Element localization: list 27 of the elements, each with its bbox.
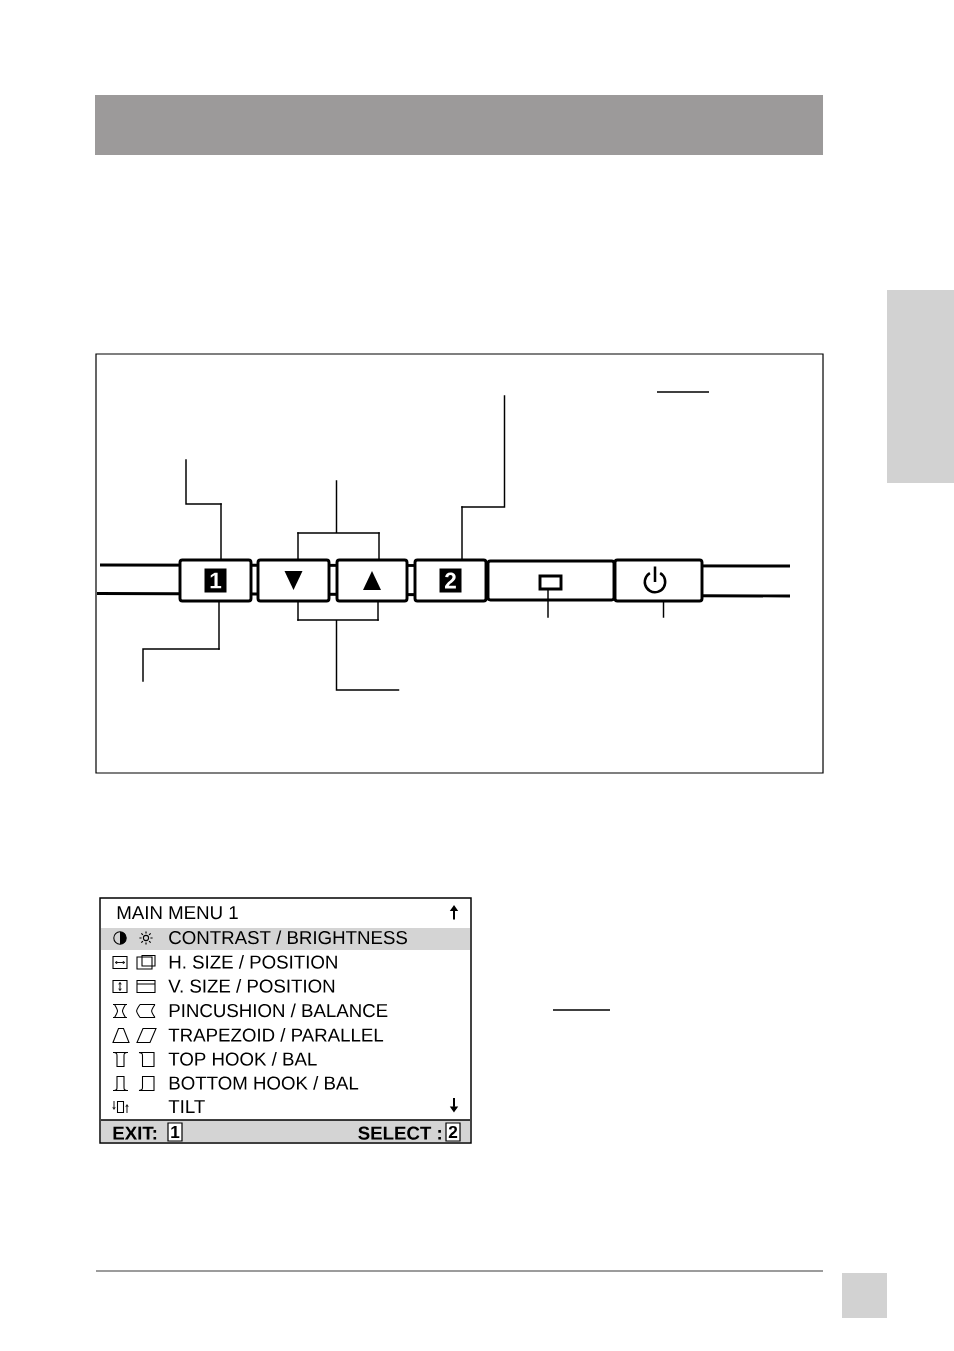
numbered-button: 1 — [178, 558, 253, 603]
menu-item: PINCUSHION / BALANCE — [169, 1003, 388, 1018]
menu-title: MAIN MENU 1 — [117, 906, 238, 920]
leader-line — [547, 588, 549, 618]
bracket-leader-line — [297, 480, 380, 561]
leader-line — [185, 459, 222, 561]
side-tab — [887, 290, 954, 483]
bracket-leader-line — [297, 600, 400, 691]
menu-item: H. SIZE / POSITION — [169, 955, 337, 969]
key-hint: SELECT : — [358, 1126, 441, 1140]
menu-item: TOP HOOK / BAL — [168, 1052, 317, 1066]
key-box: 1 — [167, 1122, 183, 1142]
header-band — [95, 95, 823, 155]
numbered-button: 2 — [413, 558, 488, 603]
indicator-light — [538, 574, 563, 591]
menu-item: TILT — [168, 1100, 205, 1113]
menu-item: V. SIZE / POSITION — [168, 979, 335, 993]
key-box: 2 — [445, 1122, 461, 1142]
menu-item: CONTRAST / BRIGHTNESS — [169, 930, 407, 945]
menu-item: BOTTOM HOOK / BAL — [169, 1076, 359, 1090]
indicator-panel — [486, 559, 616, 602]
menu-item: TRAPEZOID / PARALLEL — [168, 1028, 384, 1042]
key-hint: EXIT: — [113, 1126, 157, 1140]
leader-line — [461, 395, 506, 561]
leader-line — [662, 600, 665, 618]
leader-line — [142, 600, 220, 682]
page-tab — [842, 1273, 887, 1318]
